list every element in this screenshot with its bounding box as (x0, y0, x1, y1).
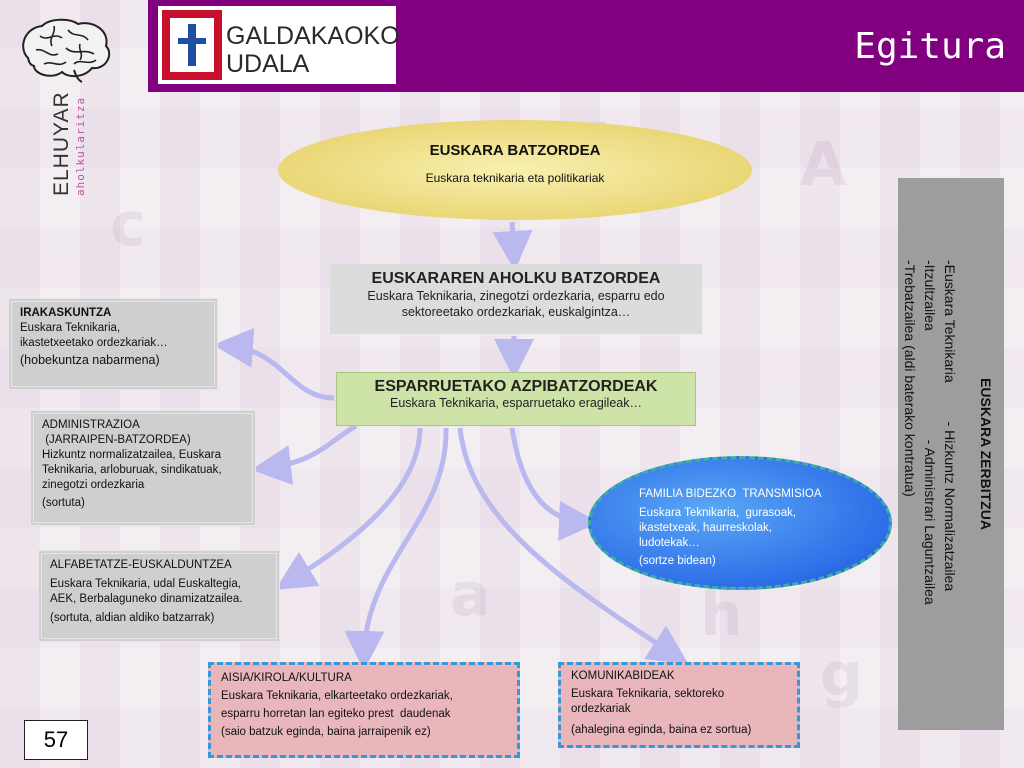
municipality-logo: GALDAKAOKO UDALA (158, 6, 400, 84)
node-line: AEK, Berbalaguneko dinamizatzailea. (50, 593, 243, 605)
node-euskara-batzordea: EUSKARA BATZORDEA Euskara teknikaria eta… (278, 120, 752, 220)
node-line: ordezkariak (571, 703, 631, 715)
background-letter: A (800, 130, 847, 200)
node-line: ikastetxeetako ordezkariak… (20, 337, 168, 349)
crest-icon (162, 10, 222, 80)
node-familia-bidezko-transmisioa: FAMILIA BIDEZKO TRANSMISIOA Euskara Tekn… (588, 456, 892, 590)
node-line: -Euskara Teknikaria - Hizkuntz Normaliza… (942, 260, 958, 592)
arrow-to-alfabetatze (275, 427, 423, 590)
node-line: Euskara Teknikaria, udal Euskaltegia, (50, 578, 241, 590)
node-euskara-zerbitzua: EUSKARA ZERBITZUA -Euskara Teknikaria - … (898, 178, 1004, 730)
background-letter: h (700, 580, 743, 650)
background-letter: g (820, 640, 863, 710)
node-line: Euskara Teknikaria, gurasoak, (639, 507, 797, 519)
node-title: AISIA/KIROLA/KULTURA (221, 672, 352, 684)
node-title: ADMINISTRAZIOA (42, 419, 140, 431)
node-line: Euskara Teknikaria, zinegotzi ordezkaria… (367, 289, 665, 303)
node-komunikabideak: KOMUNIKABIDEAK Euskara Teknikaria, sekto… (558, 662, 800, 748)
arrow-to-familia (509, 427, 599, 541)
node-title: FAMILIA BIDEZKO TRANSMISIOA (639, 488, 822, 500)
node-subtitle: Euskara Teknikaria, esparruetako eragile… (390, 396, 642, 410)
node-status: (sortuta, aldian aldiko batzarrak) (50, 612, 215, 624)
node-line: -Itzultzailea - Administrari Laguntzaile… (922, 260, 938, 605)
background-letter: a (450, 560, 491, 630)
arrow-batzordea-aholku (492, 221, 533, 271)
node-status: (sortze bidean) (639, 555, 716, 567)
node-subtitle: Euskara teknikaria eta politikariak (425, 171, 605, 185)
node-irakaskuntza: IRAKASKUNTZA Euskara Teknikaria, ikastet… (8, 298, 218, 390)
node-line: (JARRAIPEN-BATZORDEA) (42, 434, 191, 446)
page-title: Egitura (854, 26, 1006, 67)
background-letter: c (110, 190, 146, 260)
node-aisia-kirola-kultura: AISIA/KIROLA/KULTURA Euskara Teknikaria,… (208, 662, 520, 758)
node-status: (sortuta) (42, 497, 85, 509)
node-esparruetako-azpibatzordeak: ESPARRUETAKO AZPIBATZORDEAK Euskara Tekn… (336, 372, 696, 426)
node-title: EUSKARAREN AHOLKU BATZORDEA (371, 270, 661, 287)
node-aholku-batzordea: EUSKARAREN AHOLKU BATZORDEA Euskara Tekn… (330, 264, 702, 334)
node-line: Euskara Teknikaria, sektoreko (571, 688, 725, 700)
node-title: ALFABETATZE-EUSKALDUNTZEA (50, 559, 232, 571)
node-title: ESPARRUETAKO AZPIBATZORDEAK (374, 378, 658, 395)
node-line: ludotekak… (639, 537, 700, 549)
node-line: Hizkuntz normalizatzailea, Euskara (42, 449, 221, 461)
node-title: EUSKARA ZERBITZUA (978, 378, 994, 530)
node-status: (ahalegina eginda, baina ez sortua) (571, 724, 752, 736)
arrow-to-irakaskuntza (213, 327, 335, 401)
node-administrazioa: ADMINISTRAZIOA (JARRAIPEN-BATZORDEA) Hiz… (30, 410, 256, 526)
node-line: Euskara Teknikaria, (20, 322, 121, 334)
node-line: Teknikaria, arloburuak, sindikatuak, (42, 464, 222, 476)
node-line: Euskara Teknikaria, elkarteetako ordezka… (221, 690, 453, 702)
brain-icon (22, 18, 111, 83)
arrow-to-komunikabideak (457, 427, 689, 665)
node-line: esparru horretan lan egiteko prest daude… (221, 708, 451, 720)
node-line: zinegotzi ordezkaria (42, 479, 145, 491)
node-line: -Trebatzailea (aldi baterako kontratua) (902, 260, 918, 497)
node-line: sektoreetako ordezkariak, euskalgintza… (401, 305, 631, 319)
node-title: KOMUNIKABIDEAK (571, 670, 675, 682)
node-alfabetatze-euskalduntzea: ALFABETATZE-EUSKALDUNTZEA Euskara Teknik… (38, 550, 280, 642)
node-status: (saio batzuk eginda, baina jarraipenik e… (221, 726, 431, 738)
arrow-to-aisia (344, 427, 449, 671)
arrow-to-administrazioa (251, 423, 358, 485)
node-title: IRAKASKUNTZA (20, 307, 112, 319)
page-number: 57 (24, 720, 88, 760)
logo-text: GALDAKAOKO UDALA (226, 22, 400, 78)
node-line: ikastetxeak, haurreskolak, (639, 522, 772, 534)
node-status: (hobekuntza nabarmena) (20, 353, 160, 367)
node-title: EUSKARA BATZORDEA (429, 142, 601, 159)
